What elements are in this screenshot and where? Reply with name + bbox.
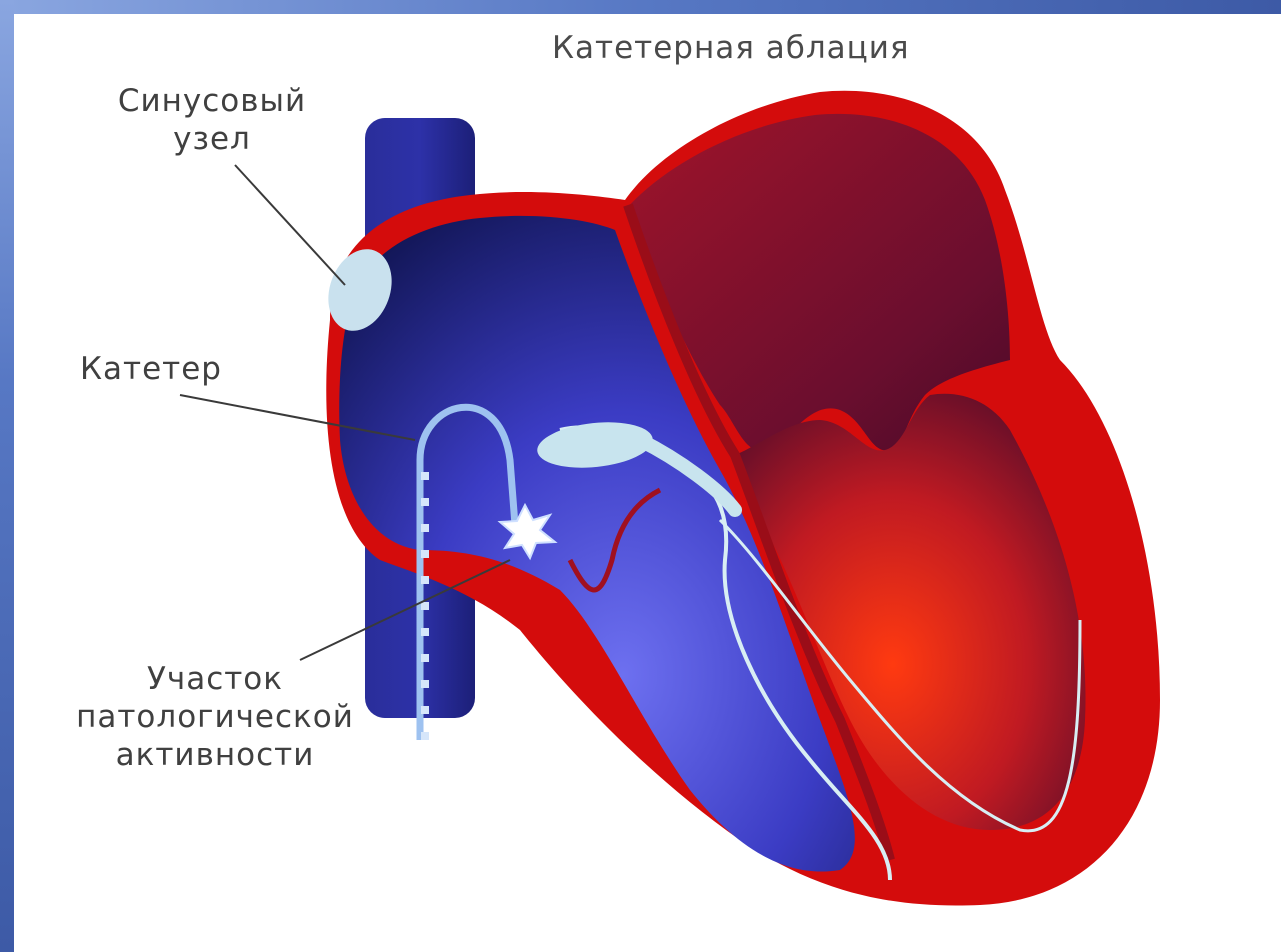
label-catheter: Катетер xyxy=(80,350,260,388)
label-site-line3: активности xyxy=(40,736,390,774)
label-sinus-node: Синусовый узел xyxy=(92,82,332,158)
label-sinus-node-line1: Синусовый xyxy=(92,82,332,120)
label-site-line1: Участок xyxy=(40,660,390,698)
label-site-line2: патологической xyxy=(40,698,390,736)
diagram-title: Катетерная аблация xyxy=(552,30,910,66)
label-pathological-site: Участок патологической активности xyxy=(40,660,390,774)
leader-sinus-node xyxy=(235,165,345,285)
label-sinus-node-line2: узел xyxy=(92,120,332,158)
